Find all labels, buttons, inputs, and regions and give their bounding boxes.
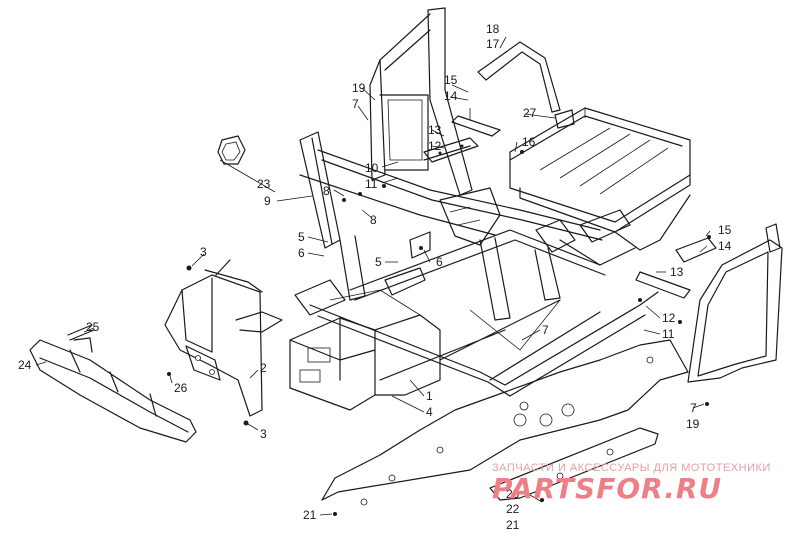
main-frame [289, 7, 691, 411]
callout-1: 1 [426, 389, 433, 403]
watermark-logo: PARTSFOR.RU [492, 472, 722, 505]
callout-21: 21 [303, 508, 317, 522]
callout-4: 4 [426, 405, 433, 419]
callout-8: 8 [323, 184, 330, 198]
callout-14: 14 [444, 89, 458, 103]
hose-clip [217, 135, 246, 165]
floor-pan-right [489, 427, 659, 501]
side-panel-right [687, 223, 783, 383]
callout-3: 3 [200, 245, 207, 259]
callout-12: 12 [428, 139, 442, 153]
fastener-bolts [67, 150, 711, 516]
callout-13b: 13 [670, 265, 684, 279]
callout-7: 7 [352, 97, 359, 111]
callout-23: 23 [257, 177, 271, 191]
callout-5b: 5 [375, 255, 382, 269]
callout-26: 26 [174, 381, 188, 395]
callout-6b: 6 [436, 255, 443, 269]
callout-19b: 19 [686, 417, 700, 431]
front-bumper [29, 337, 197, 443]
seat-bracket-plate-15 [451, 108, 501, 137]
callout-18: 18 [486, 22, 500, 36]
handle-bracket-27 [554, 109, 575, 129]
callout-15: 15 [444, 73, 458, 87]
callout-22: 22 [506, 502, 520, 516]
front-mount-bracket [164, 259, 283, 417]
callout-11b: 11 [662, 327, 675, 341]
callout-17: 17 [486, 37, 500, 51]
callout-12b: 12 [662, 311, 676, 325]
callout-16: 16 [522, 135, 536, 149]
callout-6: 6 [298, 246, 305, 260]
seat-bracket-right [635, 237, 717, 299]
callout-8b: 8 [370, 213, 377, 227]
grab-handle [477, 41, 561, 113]
callout-3b: 3 [260, 427, 267, 441]
callout-10: 10 [365, 161, 379, 175]
callout-27: 27 [523, 106, 537, 120]
callout-19: 19 [352, 81, 366, 95]
callout-5: 5 [298, 230, 305, 244]
seat-bracket-upper [423, 137, 479, 163]
callout-25: 25 [86, 320, 100, 334]
callout-14b: 14 [718, 239, 732, 253]
callout-11: 11 [365, 177, 378, 191]
callout-2: 2 [260, 361, 267, 375]
floor-pan-main [321, 339, 689, 506]
callout-9: 9 [264, 194, 271, 208]
callout-15b: 15 [718, 223, 732, 237]
callout-labels: 18 17 19 7 15 14 27 16 13 12 10 11 23 9 … [18, 22, 732, 532]
leader-lines [35, 36, 711, 516]
watermark: ЗАПЧАСТИ И АКСЕССУАРЫ ДЛЯ МОТОТЕХНИКИ PA… [492, 462, 771, 505]
callout-7b: 7 [542, 323, 549, 337]
callout-7c: 7 [690, 401, 697, 415]
callout-24: 24 [18, 358, 32, 372]
watermark-caption: ЗАПЧАСТИ И АКСЕССУАРЫ ДЛЯ МОТОТЕХНИКИ [492, 462, 771, 474]
callout-20: 20 [506, 487, 520, 501]
callout-21b: 21 [506, 518, 520, 532]
callout-13: 13 [428, 123, 442, 137]
